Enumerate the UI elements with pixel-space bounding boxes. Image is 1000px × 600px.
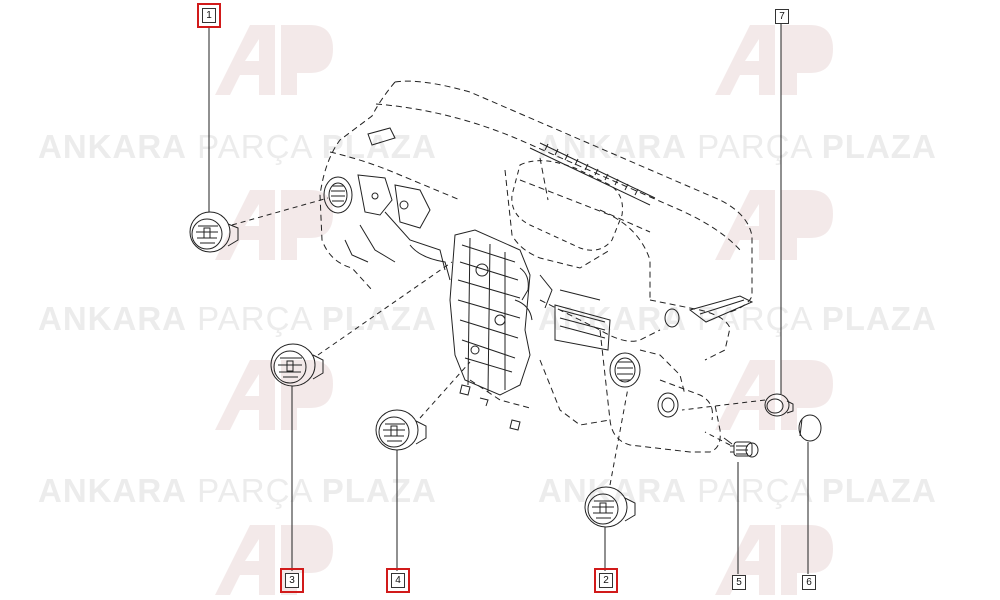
grommet-7 — [764, 393, 794, 417]
callout-2: 2 — [594, 568, 618, 593]
callout-5: 5 — [732, 575, 746, 590]
instrument-cluster — [511, 160, 623, 251]
callout-leaders — [208, 24, 809, 574]
callout-4: 4 — [386, 568, 410, 593]
dashed-leaders — [231, 197, 766, 486]
watermark-logo-icon — [715, 525, 833, 595]
callout-7: 7 — [775, 9, 789, 24]
center-vent-housing — [609, 352, 641, 388]
callout-3: 3 — [280, 568, 304, 593]
dashboard-outline — [319, 80, 753, 453]
defroster-grille — [529, 142, 656, 206]
left-vent-housing — [323, 176, 353, 214]
air-vent-3 — [270, 343, 324, 387]
left-side-bracket — [344, 174, 451, 281]
callout-1: 1 — [197, 3, 221, 28]
watermark-logo-icon — [715, 190, 833, 260]
watermark-logo-icon — [215, 25, 333, 95]
watermark-logo-icon — [715, 360, 833, 430]
console-clips — [459, 384, 521, 431]
cap-6 — [798, 414, 822, 442]
dashboard-clip — [367, 127, 396, 146]
air-vent-1 — [189, 211, 239, 253]
right-vent-housing — [664, 295, 754, 328]
side-vent-housing — [657, 392, 679, 418]
air-vent-4 — [375, 409, 427, 451]
center-console-frame — [449, 229, 533, 396]
clip-5 — [723, 437, 759, 458]
glovebox-area — [539, 274, 611, 351]
callout-6: 6 — [802, 575, 816, 590]
watermark-logo-icon — [715, 25, 833, 95]
air-vent-2 — [584, 486, 636, 528]
